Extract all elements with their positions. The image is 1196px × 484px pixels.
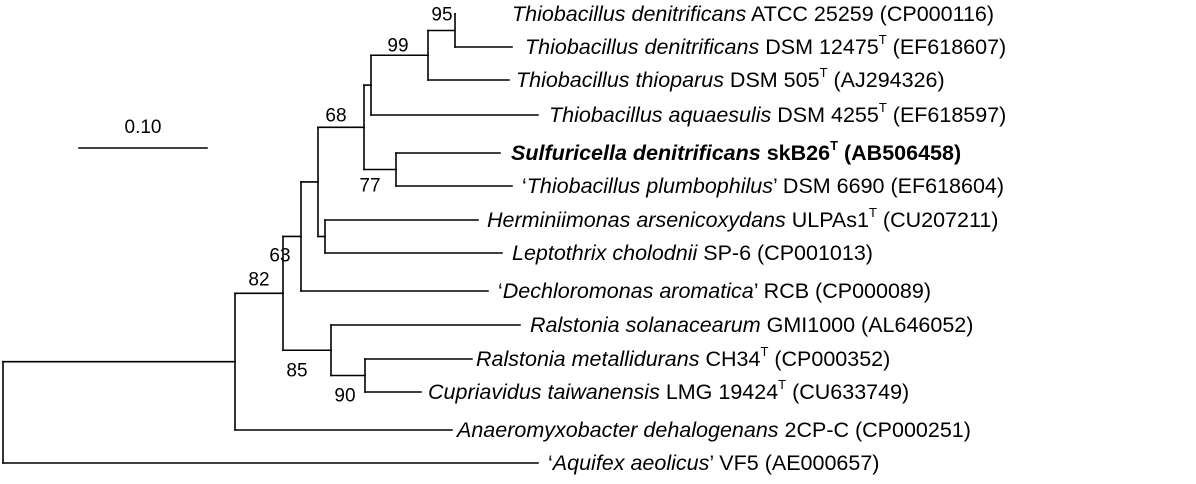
taxon-label-part: (CP000352) <box>768 347 890 371</box>
taxon-label-part: ’ DSM 6690 (EF618604) <box>773 174 1004 198</box>
taxon-label-part: Sulfuricella denitrificans <box>511 141 761 165</box>
taxon-label-part: CH34 <box>699 347 760 371</box>
taxon-label: Herminiimonas arsenicoxydans ULPAs1T (CU… <box>487 205 998 233</box>
taxon-label-part: Dechloromonas aromatica <box>503 279 754 303</box>
bootstrap-value: 99 <box>387 36 408 57</box>
taxon-labels: Thiobacillus denitrificans ATCC 25259 (C… <box>428 2 1006 475</box>
taxon-label-part: Herminiimonas arsenicoxydans <box>487 208 786 232</box>
taxon-label-part: Thiobacillus denitrificans <box>525 35 759 59</box>
taxon-label: Thiobacillus denitrificans ATCC 25259 (C… <box>512 2 994 26</box>
taxon-label: Thiobacillus aquaesulis DSM 4255T (EF618… <box>549 100 1006 128</box>
taxon-label: Ralstonia metallidurans CH34T (CP000352) <box>476 344 890 372</box>
bootstrap-value: 77 <box>359 176 380 197</box>
taxon-label-part: 2CP-C (CP000251) <box>779 418 971 442</box>
taxon-label: ‘Thiobacillus plumbophilus’ DSM 6690 (EF… <box>522 174 1004 198</box>
taxon-label-part: (CU633749) <box>786 380 909 404</box>
taxon-label-part: SP-6 (CP001013) <box>697 241 873 265</box>
bootstrap-value: 95 <box>431 5 452 26</box>
taxon-label-part: (EF618607) <box>887 35 1007 59</box>
type-strain-mark: T <box>879 32 887 47</box>
tree-branches <box>2 13 539 464</box>
taxon-label-part: DSM 4255 <box>771 103 879 127</box>
taxon-label: Thiobacillus thioparus DSM 505T (AJ29432… <box>516 65 945 93</box>
taxon-label-part: ‘ <box>498 279 503 303</box>
type-strain-mark: T <box>820 65 828 80</box>
bootstrap-value: 68 <box>325 106 346 127</box>
taxon-label-part: (EF618597) <box>887 103 1007 127</box>
scale-bar: 0.10 <box>78 117 208 149</box>
taxon-label: Sulfuricella denitrificans skB26T (AB506… <box>511 138 961 166</box>
taxon-label-part: skB26 <box>761 141 830 165</box>
taxon-label: ‘Dechloromonas aromatica’ RCB (CP000089) <box>498 279 931 303</box>
taxon-label: Leptothrix cholodnii SP-6 (CP001013) <box>512 241 873 265</box>
taxon-label-part: DSM 12475 <box>759 35 879 59</box>
taxon-label-part: ‘ <box>548 451 553 475</box>
taxon-label-part: Thiobacillus plumbophilus <box>527 174 773 198</box>
taxon-label: ‘Aquifex aeolicus’ VF5 (AE000657) <box>548 451 879 475</box>
taxon-label-part: ’ VF5 (AE000657) <box>709 451 879 475</box>
taxon-label-part: Thiobacillus denitrificans <box>512 2 746 26</box>
taxon-label-part: Ralstonia metallidurans <box>476 347 700 371</box>
taxon-label: Cupriavidus taiwanensis LMG 19424T (CU63… <box>428 377 909 405</box>
taxon-label-part: ’ RCB (CP000089) <box>754 279 931 303</box>
type-strain-mark: T <box>760 344 768 359</box>
taxon-label-part: Thiobacillus thioparus <box>516 68 724 92</box>
taxon-label-part: (CU207211) <box>877 208 999 232</box>
taxon-label-part: Ralstonia solanacearum <box>530 313 761 337</box>
bootstrap-value: 82 <box>248 270 269 291</box>
type-strain-mark: T <box>879 100 887 115</box>
taxon-label: Thiobacillus denitrificans DSM 12475T (E… <box>525 32 1006 60</box>
bootstrap-value: 90 <box>334 386 355 407</box>
taxon-label-part: Aquifex aeolicus <box>551 451 710 475</box>
taxon-label-part: Leptothrix cholodnii <box>512 241 698 265</box>
taxon-label-part: GMI1000 (AL646052) <box>761 313 974 337</box>
type-strain-mark: T <box>869 205 877 220</box>
taxon-label: Ralstonia solanacearum GMI1000 (AL646052… <box>530 313 973 337</box>
type-strain-mark: T <box>778 377 786 392</box>
bootstrap-value: 85 <box>286 361 307 382</box>
taxon-label-part: (AJ294326) <box>828 68 945 92</box>
taxon-label-part: ULPAs1 <box>786 208 869 232</box>
taxon-label-part: (AB506458) <box>838 141 961 165</box>
scale-bar-label: 0.10 <box>125 117 162 138</box>
taxon-label-part: ATCC 25259 (CP000116) <box>746 2 994 26</box>
taxon-label-part: ‘ <box>522 174 527 198</box>
taxon-label-part: DSM 505 <box>724 68 820 92</box>
taxon-label: Anaeromyxobacter dehalogenans 2CP-C (CP0… <box>455 418 971 442</box>
taxon-label-part: Cupriavidus taiwanensis <box>428 380 660 404</box>
taxon-label-part: Thiobacillus aquaesulis <box>549 103 772 127</box>
type-strain-mark: T <box>830 138 838 153</box>
taxon-label-part: Anaeromyxobacter dehalogenans <box>455 418 779 442</box>
bootstrap-value: 63 <box>269 246 290 267</box>
taxon-label-part: LMG 19424 <box>660 380 778 404</box>
